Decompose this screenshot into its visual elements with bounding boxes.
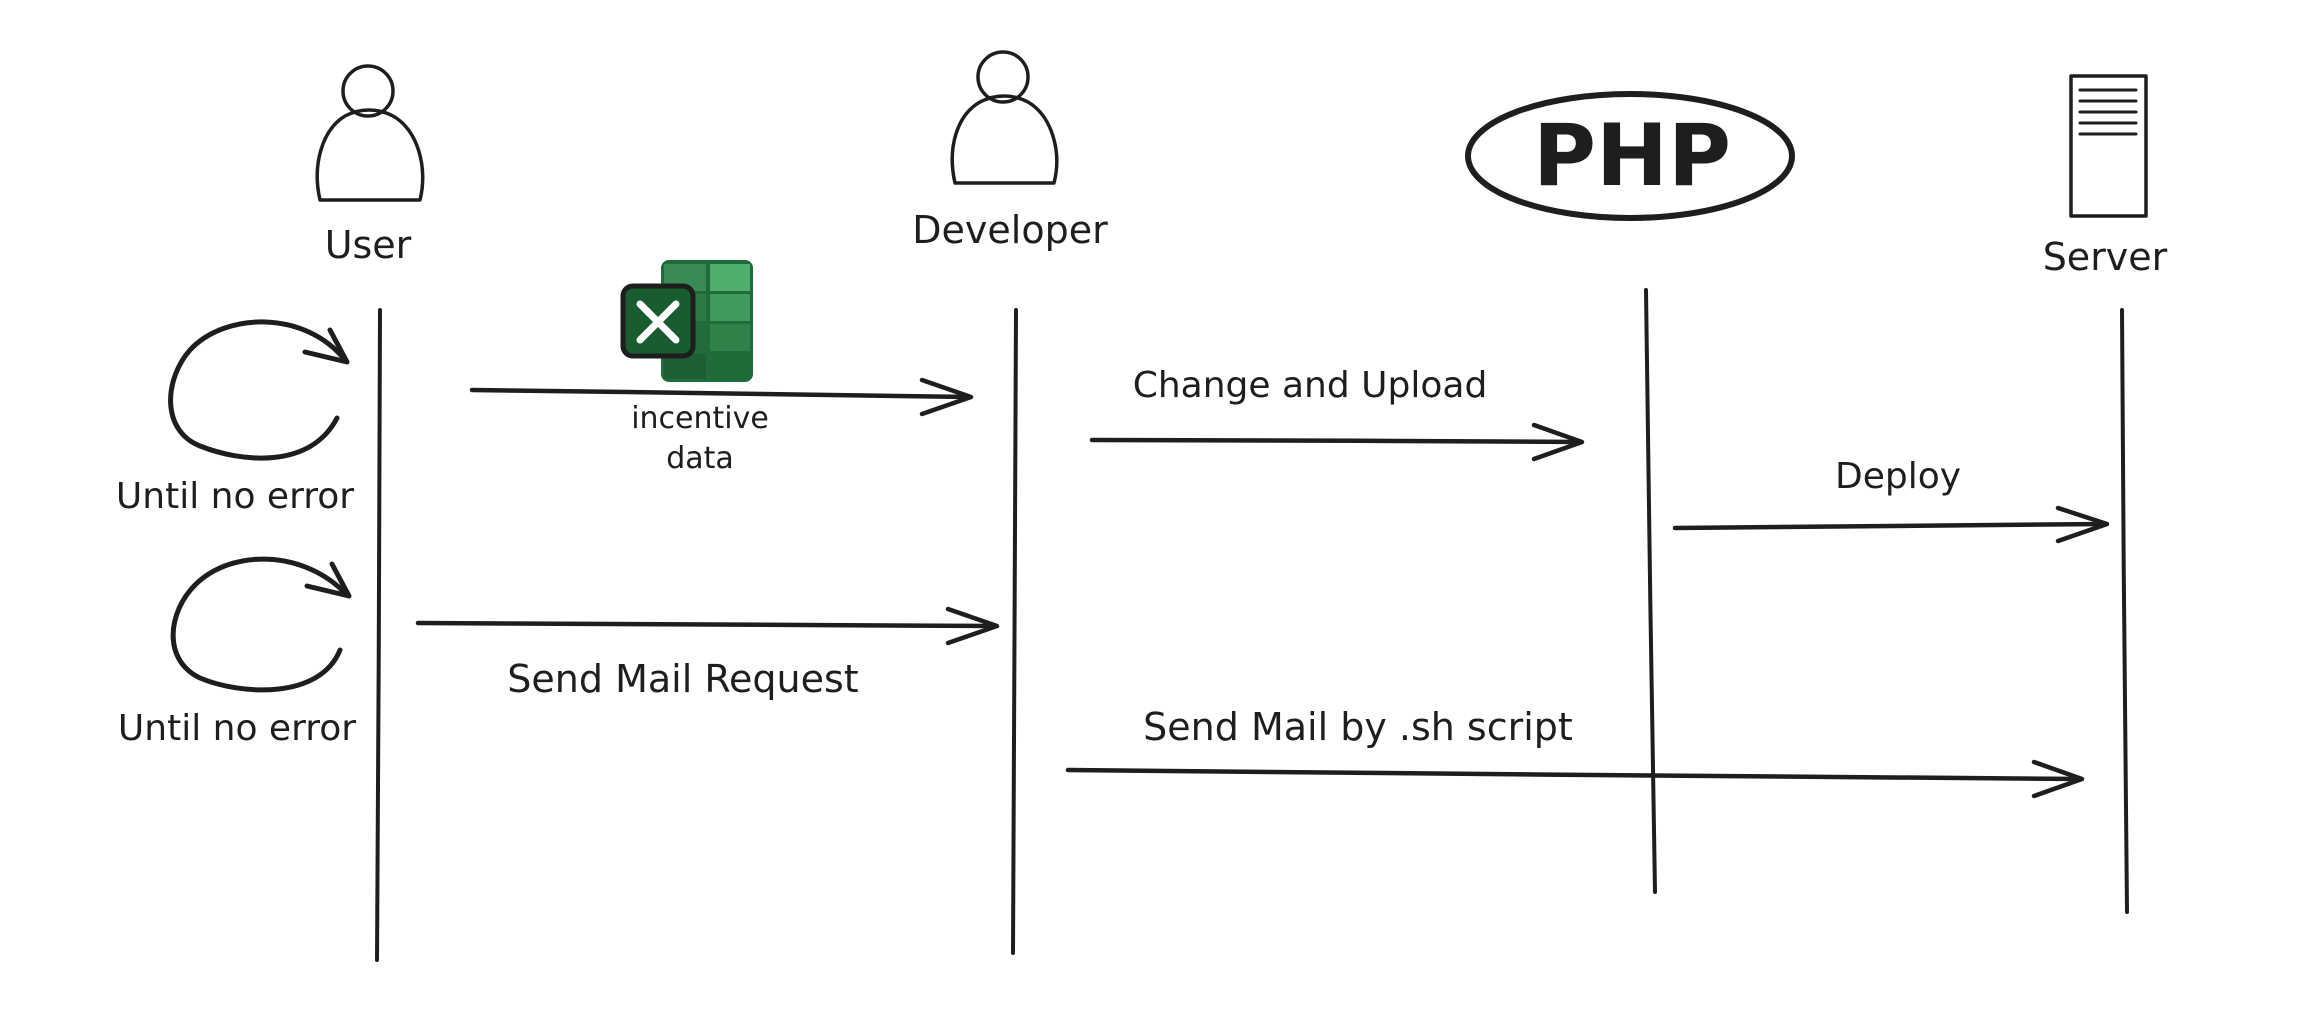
actor-label-user: User [325, 223, 412, 267]
actor-php: PHP [1465, 91, 1795, 221]
loop-2: Until no error [118, 556, 356, 749]
lifeline-developer [1011, 308, 1018, 955]
message-label: Deploy [1835, 456, 1961, 497]
actor-developer: Developer [912, 50, 1108, 252]
message-arrow [1672, 521, 2108, 531]
actor-label-server: Server [2043, 235, 2168, 279]
actor-label-developer: Developer [912, 208, 1108, 252]
message-send-mail-request: Send Mail Request [415, 606, 1000, 701]
message-label-line2: data [666, 441, 734, 476]
message-label: Send Mail by .sh script [1143, 705, 1573, 749]
message-send-mail-script: Send Mail by .sh script [1065, 705, 2085, 799]
lifeline-server [2120, 308, 2129, 914]
loop-arrowhead [302, 327, 350, 365]
message-arrow [469, 387, 973, 400]
php-logo-text: PHP [1533, 106, 1731, 206]
loop-arrowhead [304, 561, 352, 599]
server-icon [2069, 74, 2148, 218]
php-logo: PHP [1465, 91, 1795, 221]
message-label: Send Mail Request [507, 657, 858, 701]
message-label-line1: incentive [631, 401, 769, 436]
actor-user: User [315, 64, 425, 267]
loop-arrow [168, 319, 348, 461]
person-icon [315, 64, 425, 202]
arrowhead [919, 377, 974, 417]
loop-label: Until no error [118, 708, 356, 749]
loop-arrow [170, 556, 350, 693]
message-arrow [1065, 767, 2083, 782]
lifelines [375, 288, 2129, 962]
message-label: Change and Upload [1133, 365, 1488, 406]
lifeline-php [1644, 288, 1657, 894]
message-change-and-upload: Change and Upload [1089, 365, 1585, 462]
lifeline-user [375, 308, 382, 962]
loop-1: Until no error [116, 319, 354, 517]
message-arrow [415, 620, 998, 629]
arrowhead [2031, 759, 2085, 799]
person-icon [950, 50, 1059, 185]
message-deploy: Deploy [1672, 456, 2110, 544]
arrowhead [2055, 505, 2110, 544]
actor-server: Server [2043, 74, 2168, 279]
message-incentive-data: incentive data [469, 260, 974, 476]
arrowhead [1531, 422, 1585, 462]
arrowhead [945, 606, 1000, 646]
excel-icon [620, 260, 753, 382]
message-arrow [1089, 437, 1583, 445]
loop-label: Until no error [116, 476, 354, 517]
